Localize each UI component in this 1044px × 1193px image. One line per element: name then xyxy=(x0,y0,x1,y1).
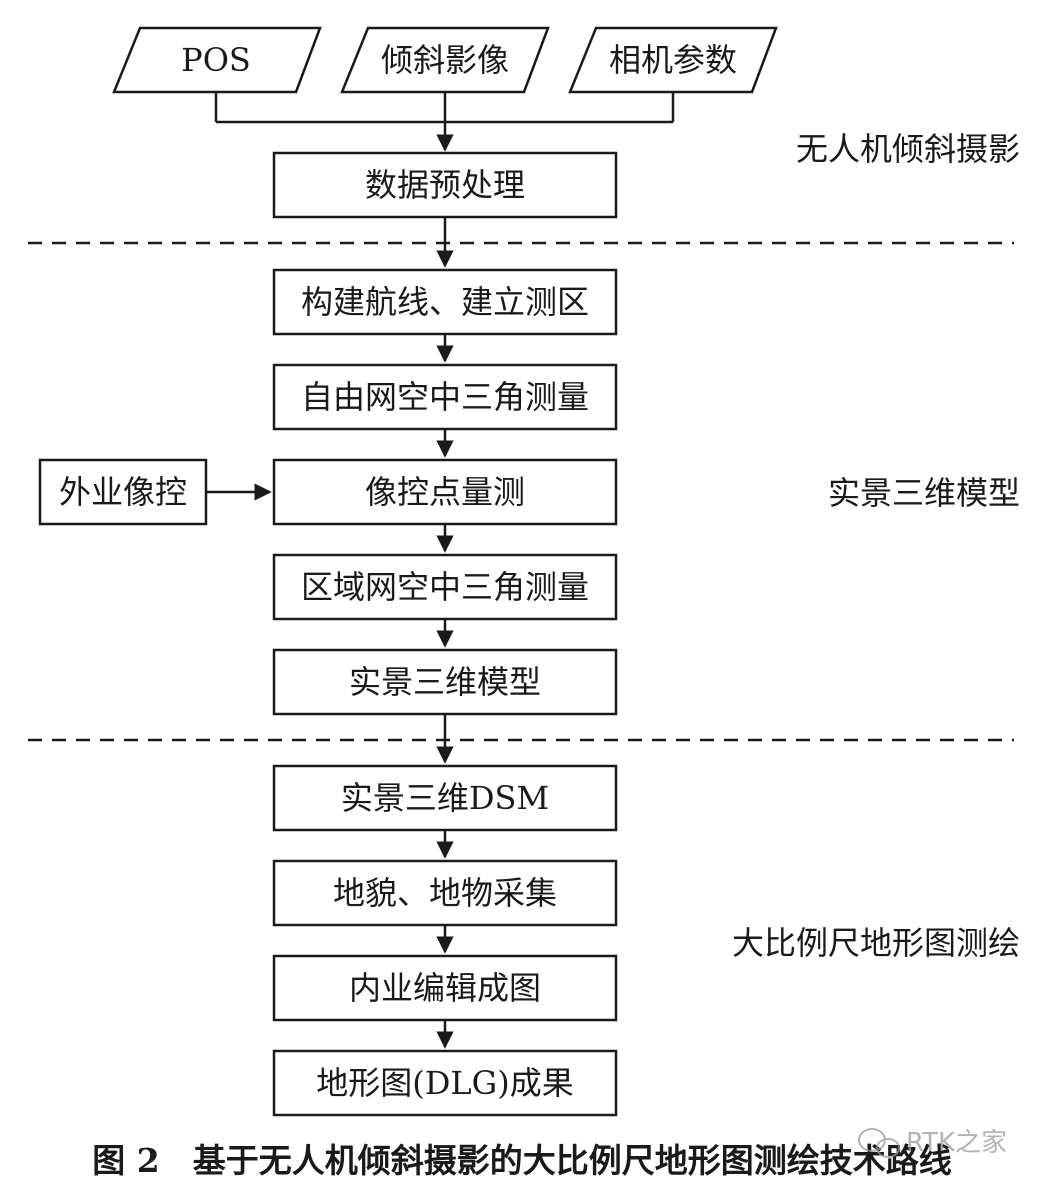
wechat-icon xyxy=(858,1128,900,1158)
node-free-at: 自由网空中三角测量 xyxy=(272,363,618,431)
figure-caption: 图 2 基于无人机倾斜摄影的大比例尺地形图测绘技术路线 xyxy=(92,1141,951,1180)
node-collect: 地貌、地物采集 xyxy=(272,859,618,927)
node-field-control-label: 外业像控 xyxy=(59,473,187,511)
section-label-mapping: 大比例尺地形图测绘 xyxy=(732,924,1020,962)
node-preprocess-label: 数据预处理 xyxy=(365,166,525,204)
node-edit: 内业编辑成图 xyxy=(272,954,618,1022)
node-dlg-label: 地形图(DLG)成果 xyxy=(316,1064,573,1102)
node-route: 构建航线、建立测区 xyxy=(272,268,618,336)
node-collect-label: 地貌、地物采集 xyxy=(333,874,557,912)
merge-connector xyxy=(214,92,675,152)
node-gcp-label: 像控点量测 xyxy=(365,473,525,511)
node-model: 实景三维模型 xyxy=(272,648,618,716)
input-oblique-images: 倾斜影像 xyxy=(340,26,550,94)
node-field-control: 外业像控 xyxy=(38,458,208,526)
input-pos: POS xyxy=(112,26,322,94)
input-oblique-label: 倾斜影像 xyxy=(381,41,509,79)
watermark-text: RTK之家 xyxy=(906,1128,1007,1158)
section-label-3d: 实景三维模型 xyxy=(828,474,1020,512)
node-preprocess: 数据预处理 xyxy=(272,151,618,219)
node-dsm: 实景三维DSM xyxy=(272,764,618,832)
node-route-label: 构建航线、建立测区 xyxy=(301,283,589,321)
node-model-label: 实景三维模型 xyxy=(349,663,541,701)
node-edit-label: 内业编辑成图 xyxy=(349,969,541,1007)
node-dsm-label: 实景三维DSM xyxy=(341,779,549,817)
node-block-at-label: 区域网空中三角测量 xyxy=(301,568,589,606)
section-label-uav: 无人机倾斜摄影 xyxy=(796,130,1020,168)
input-pos-label: POS xyxy=(181,41,251,79)
input-camera-params: 相机参数 xyxy=(568,26,778,94)
watermark: RTK之家 xyxy=(858,1128,1007,1158)
node-gcp: 像控点量测 xyxy=(272,458,618,526)
node-block-at: 区域网空中三角测量 xyxy=(272,553,618,621)
node-free-at-label: 自由网空中三角测量 xyxy=(301,378,589,416)
node-dlg: 地形图(DLG)成果 xyxy=(272,1049,618,1117)
input-camera-label: 相机参数 xyxy=(609,41,737,79)
